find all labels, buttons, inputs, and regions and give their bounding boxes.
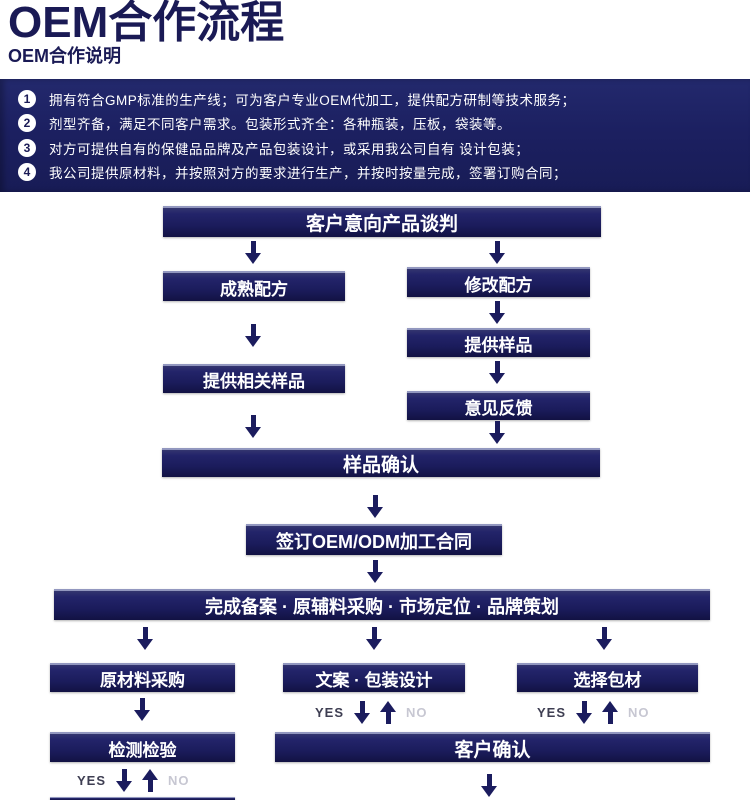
intro-item-text: 剂型齐备，满足不同客户需求。包装形式齐全：各种瓶装，压板，袋装等。 <box>49 117 511 133</box>
flow-box-testing-inspection: 检测检验 <box>50 732 235 762</box>
number-badge: 4 <box>18 162 36 181</box>
flow-box-next-cutoff <box>50 797 235 800</box>
page-subtitle: OEM合作说明 <box>8 46 122 66</box>
arrow-down-icon <box>245 241 261 264</box>
page-title: OEM合作流程 <box>8 0 285 47</box>
arrow-down-icon <box>576 701 593 724</box>
arrow-down-icon <box>245 415 261 438</box>
yes-label: YES <box>315 705 345 720</box>
arrow-down-icon <box>366 627 382 650</box>
yes-label: YES <box>537 705 567 720</box>
arrow-down-icon <box>489 241 505 264</box>
arrow-up-icon <box>380 701 397 724</box>
arrow-down-icon <box>245 324 261 347</box>
flow-box-mature-formula: 成熟配方 <box>163 271 345 301</box>
arrow-down-icon <box>137 627 153 650</box>
arrow-down-icon <box>367 560 383 583</box>
intro-item-4: 4 我公司提供原材料，并按照对方的要求进行生产，并按时按量完成，签署订购合同； <box>18 162 732 182</box>
flow-box-modify-formula: 修改配方 <box>407 267 590 297</box>
intro-item-text: 拥有符合GMP标准的生产线；可为客户专业OEM代加工，提供配方研制等技术服务； <box>49 93 576 109</box>
number-badge: 1 <box>18 90 36 109</box>
flow-box-provide-related-samples: 提供相关样品 <box>163 364 345 393</box>
flow-box-customer-confirmation: 客户确认 <box>275 732 710 762</box>
no-label: NO <box>406 705 428 720</box>
yes-label: YES <box>77 773 107 788</box>
arrow-down-icon <box>116 769 133 792</box>
no-label: NO <box>628 705 650 720</box>
flow-box-copy-packaging-design: 文案 · 包装设计 <box>283 663 465 692</box>
number-badge: 2 <box>18 114 36 133</box>
flow-box-feedback: 意见反馈 <box>407 391 590 420</box>
intro-item-text: 我公司提供原材料，并按照对方的要求进行生产，并按时按量完成，签署订购合同； <box>49 165 567 181</box>
number-badge: 3 <box>18 138 36 157</box>
flow-box-sign-contract: 签订OEM/ODM加工合同 <box>246 524 502 555</box>
arrow-down-icon <box>596 627 612 650</box>
arrow-down-icon <box>489 421 505 444</box>
intro-item-1: 1 拥有符合GMP标准的生产线；可为客户专业OEM代加工，提供配方研制等技术服务… <box>18 89 732 109</box>
yes-no-connector: YES NO <box>77 769 190 792</box>
arrow-up-icon <box>602 701 619 724</box>
intro-item-3: 3 对方可提供自有的保健品品牌及产品包装设计，或采用我公司自有 设计包装； <box>18 138 732 158</box>
flow-box-provide-samples: 提供样品 <box>407 328 590 357</box>
flow-box-raw-material-purchase: 原材料采购 <box>50 663 235 692</box>
yes-no-connector: YES NO <box>537 701 650 724</box>
flow-box-negotiation: 客户意向产品谈判 <box>163 206 601 237</box>
arrow-down-icon <box>489 361 505 384</box>
flow-box-select-packaging: 选择包材 <box>517 663 698 692</box>
arrow-down-icon <box>489 301 505 324</box>
flow-box-sample-confirmation: 样品确认 <box>162 448 600 477</box>
intro-panel: 1 拥有符合GMP标准的生产线；可为客户专业OEM代加工，提供配方研制等技术服务… <box>0 79 750 192</box>
yes-no-connector: YES NO <box>315 701 428 724</box>
flow-box-filing: 完成备案 · 原辅料采购 · 市场定位 · 品牌策划 <box>54 589 710 620</box>
no-label: NO <box>168 773 190 788</box>
arrow-down-icon <box>354 701 371 724</box>
arrow-down-icon <box>481 774 497 797</box>
intro-item-text: 对方可提供自有的保健品品牌及产品包装设计，或采用我公司自有 设计包装； <box>49 141 530 157</box>
arrow-down-icon <box>367 495 383 518</box>
arrow-down-icon <box>134 698 150 721</box>
intro-item-2: 2 剂型齐备，满足不同客户需求。包装形式齐全：各种瓶装，压板，袋装等。 <box>18 113 732 133</box>
arrow-up-icon <box>142 769 159 792</box>
